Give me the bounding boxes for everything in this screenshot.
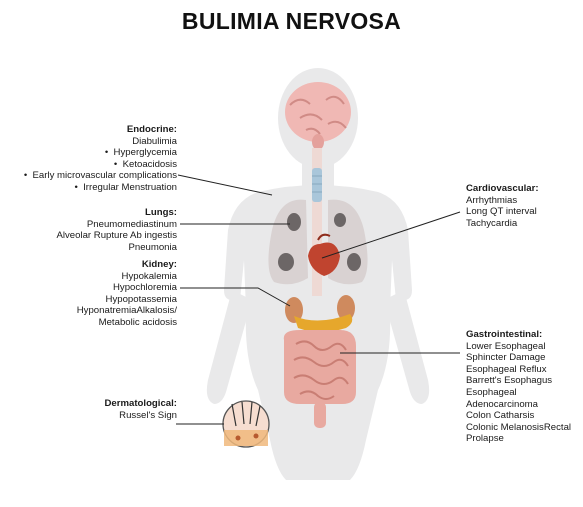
gastrointestinal-item: Esophageal <box>466 387 571 399</box>
kidney-item: Hypochloremia <box>77 282 177 294</box>
endocrine-item: Irregular Menstruation <box>24 182 177 194</box>
endocrine-leader <box>178 175 272 195</box>
gastrointestinal-item: Adenocarcinoma <box>466 399 571 411</box>
lungs-item: Alveolar Rupture Ab ingestis <box>56 230 177 242</box>
gastrointestinal-heading: Gastrointestinal: <box>466 329 571 341</box>
cardiovascular-item: Arrhythmias <box>466 195 539 207</box>
cardiovascular-item: Long QT interval <box>466 206 539 218</box>
kidney-item: HyponatremiaAlkalosis/ <box>77 305 177 317</box>
cardiovascular-block: Cardiovascular: Arrhythmias Long QT inte… <box>466 183 539 229</box>
endocrine-block: Endocrine: Diabulimia Hyperglycemia Keto… <box>24 124 177 194</box>
lungs-block: Lungs: Pneumomediastinum Alveolar Ruptur… <box>56 207 177 253</box>
cardiovascular-item: Tachycardia <box>466 218 539 230</box>
dermatological-block: Dermatological: Russel's Sign <box>104 398 177 421</box>
gastrointestinal-item: Colonic MelanosisRectal <box>466 422 571 434</box>
endocrine-item: Ketoacidosis <box>24 159 177 171</box>
gastrointestinal-item: Sphincter Damage <box>466 352 571 364</box>
endocrine-item: Hyperglycemia <box>24 147 177 159</box>
dermatological-heading: Dermatological: <box>104 398 177 410</box>
gastrointestinal-item: Colon Catharsis <box>466 410 571 422</box>
kidney-item: Metabolic acidosis <box>77 317 177 329</box>
lungs-item: Pneumonia <box>56 242 177 254</box>
kidney-heading: Kidney: <box>77 259 177 271</box>
lungs-heading: Lungs: <box>56 207 177 219</box>
dermatological-item: Russel's Sign <box>104 410 177 422</box>
endocrine-heading: Endocrine: <box>24 124 177 136</box>
kidney-item: Hypopotassemia <box>77 294 177 306</box>
gastrointestinal-item: Prolapse <box>466 433 571 445</box>
gastrointestinal-item: Lower Esophageal <box>466 341 571 353</box>
gastrointestinal-item: Barrett's Esophagus <box>466 375 571 387</box>
endocrine-item: Diabulimia <box>24 136 177 148</box>
gastrointestinal-item: Esophageal Reflux <box>466 364 571 376</box>
endocrine-item: Early microvascular complications <box>24 170 177 182</box>
kidney-item: Hypokalemia <box>77 271 177 283</box>
gastrointestinal-block: Gastrointestinal: Lower Esophageal Sphin… <box>466 329 571 445</box>
kidney-block: Kidney: Hypokalemia Hypochloremia Hypopo… <box>77 259 177 329</box>
lungs-item: Pneumomediastinum <box>56 219 177 231</box>
cardiovascular-heading: Cardiovascular: <box>466 183 539 195</box>
skin-inset <box>223 401 269 447</box>
